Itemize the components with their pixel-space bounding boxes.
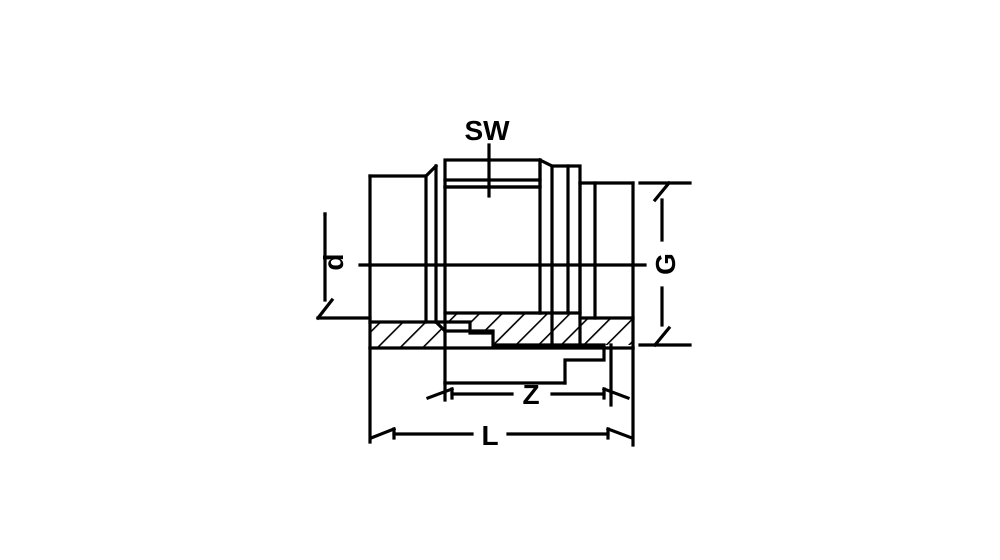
l-arrow-tick-left — [368, 426, 397, 441]
seal-detail-b — [433, 319, 448, 334]
label-l: L — [481, 420, 498, 451]
drawing-geometry — [315, 143, 692, 447]
label-d: d — [318, 253, 349, 270]
z-arrow-tick-right — [601, 386, 631, 401]
dimension-g — [638, 180, 692, 348]
z-arrow-tick-left — [425, 386, 455, 401]
hatch-left-body — [370, 322, 445, 348]
l-arrow-tick-right — [605, 426, 635, 441]
section-hatching — [370, 313, 633, 383]
label-g: G — [650, 253, 681, 275]
dimension-d — [315, 212, 372, 321]
collar-top — [550, 164, 582, 315]
internal-seal-profile — [434, 320, 606, 385]
g-arrow-tick-upper — [652, 180, 672, 203]
hex-nut-top-face — [443, 158, 542, 189]
hatch-cutout-profile — [436, 322, 604, 383]
label-z: Z — [522, 379, 539, 410]
hatch-right-body — [580, 318, 633, 345]
d-arrow-tick-lower — [315, 297, 335, 321]
g-arrow-tick-lower — [652, 325, 672, 348]
label-sw: SW — [464, 115, 510, 146]
dimension-l — [368, 346, 635, 447]
dimension-z — [425, 343, 631, 407]
